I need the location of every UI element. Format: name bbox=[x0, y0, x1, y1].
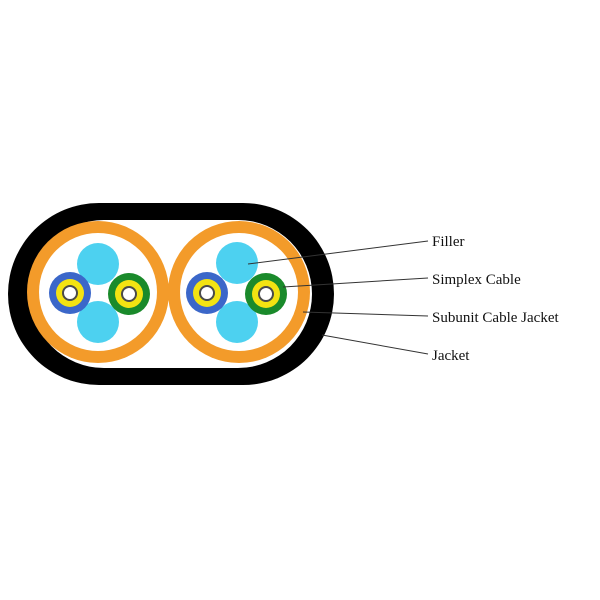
left-simplex-green bbox=[108, 273, 150, 315]
filler-label: Filler bbox=[432, 234, 465, 250]
left-subunit-interior bbox=[39, 233, 157, 351]
left-filler-bottom bbox=[77, 301, 119, 343]
right-filler-top bbox=[216, 242, 258, 284]
right-filler-bottom bbox=[216, 301, 258, 343]
right-simplex-blue bbox=[186, 272, 228, 314]
simplex-cable-leader-line bbox=[282, 277, 429, 288]
left-filler-top bbox=[77, 243, 119, 285]
right-subunit-interior bbox=[180, 233, 298, 351]
right-simplex-green bbox=[245, 273, 287, 315]
simplex-cable-label: Simplex Cable bbox=[432, 272, 521, 288]
subunit-cable-jacket-leader-line bbox=[302, 311, 429, 317]
right-subunit bbox=[168, 221, 310, 363]
subunit-cable-jacket-label: Subunit Cable Jacket bbox=[432, 310, 559, 326]
filler-leader-line bbox=[247, 240, 429, 265]
left-simplex-blue bbox=[49, 272, 91, 314]
jacket-label: Jacket bbox=[432, 348, 470, 364]
left-subunit bbox=[27, 221, 169, 363]
jacket-leader-line bbox=[321, 334, 429, 355]
